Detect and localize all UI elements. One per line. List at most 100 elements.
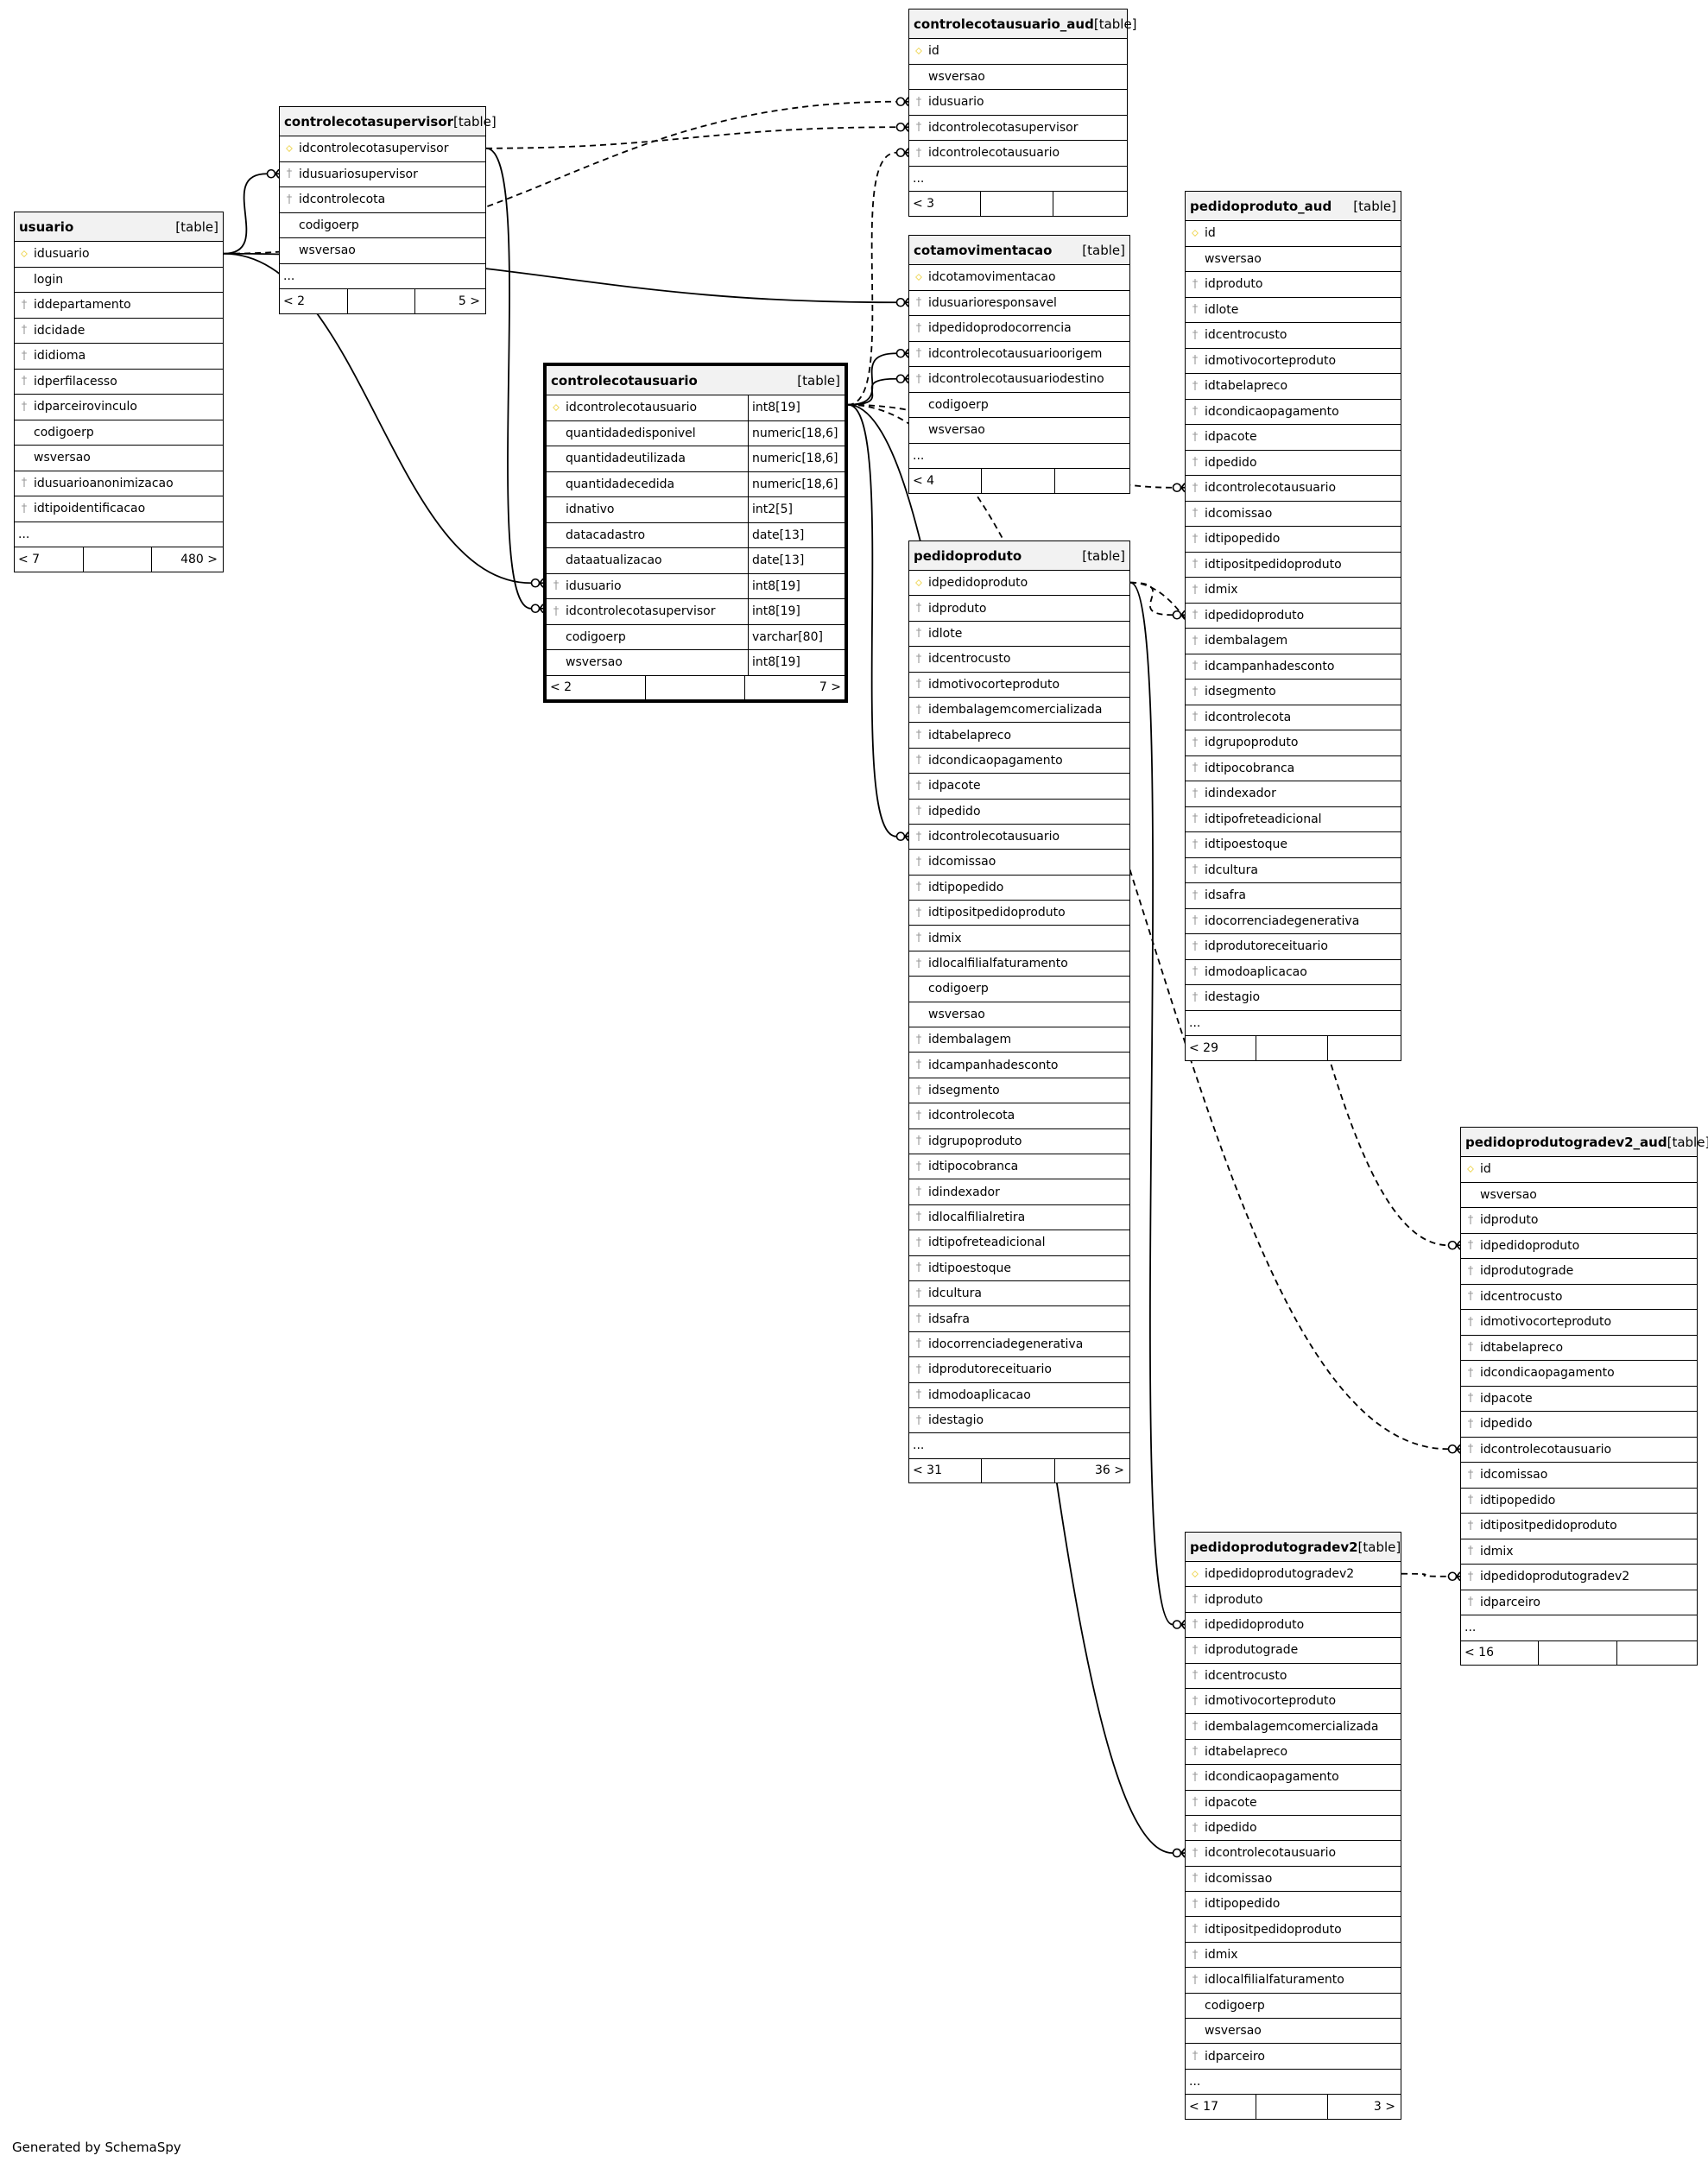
column-row[interactable]: †idlote xyxy=(1186,298,1401,323)
column-row[interactable]: ⬦id xyxy=(909,39,1127,65)
column-row[interactable]: †idembalagem xyxy=(909,1027,1129,1053)
column-row[interactable]: †idpedidoproduto xyxy=(1461,1234,1697,1259)
column-row[interactable]: †idcontrolecotausuario xyxy=(909,825,1129,850)
column-row[interactable]: †idindexador xyxy=(1186,781,1401,807)
column-row[interactable]: †idtipopedido xyxy=(1461,1489,1697,1514)
column-row[interactable]: †idcomissao xyxy=(1186,1867,1401,1893)
column-row[interactable]: ⬦idcotamovimentacao xyxy=(909,265,1129,291)
column-row[interactable]: †idtipofreteadicional xyxy=(909,1230,1129,1256)
column-row[interactable]: †idproduto xyxy=(1186,272,1401,298)
column-row[interactable]: †idmotivocorteproduto xyxy=(1186,349,1401,374)
column-row[interactable]: †idtipopedido xyxy=(909,876,1129,901)
column-row[interactable]: †idpacote xyxy=(909,774,1129,800)
column-row[interactable]: †idtipositpedidoproduto xyxy=(1186,1917,1401,1943)
column-row[interactable]: †idcentrocusto xyxy=(1186,1664,1401,1689)
table-header[interactable]: controlecotausuario[table] xyxy=(547,366,845,395)
column-row[interactable]: codigoerp xyxy=(15,420,223,446)
column-row[interactable]: †idtabelapreco xyxy=(1186,1740,1401,1766)
column-row[interactable]: †idcontrolecota xyxy=(909,1103,1129,1129)
column-row[interactable]: †idembalagemcomercializada xyxy=(1186,1714,1401,1740)
column-row[interactable]: †idestagio xyxy=(909,1408,1129,1434)
column-row[interactable]: †idpedidoprodutogradev2 xyxy=(1461,1565,1697,1590)
column-row[interactable]: †idocorrenciadegenerativa xyxy=(909,1332,1129,1358)
column-row[interactable]: ⬦id xyxy=(1461,1157,1697,1183)
column-row[interactable]: †idcondicaopagamento xyxy=(1186,1765,1401,1791)
parents-count[interactable]: < 2 xyxy=(280,289,348,313)
column-row[interactable]: †idcampanhadesconto xyxy=(909,1053,1129,1078)
column-row[interactable]: †idmix xyxy=(1186,578,1401,604)
column-row[interactable]: †idtipofreteadicional xyxy=(1186,807,1401,832)
column-row[interactable]: wsversao xyxy=(1186,247,1401,272)
column-row[interactable]: †idprodutoreceituario xyxy=(909,1357,1129,1383)
column-row[interactable]: †idprodutoreceituario xyxy=(1186,934,1401,960)
column-row[interactable]: ⬦idcontrolecotasupervisor xyxy=(280,136,485,162)
column-row[interactable]: †idtipositpedidoproduto xyxy=(909,901,1129,926)
column-row[interactable]: login xyxy=(15,268,223,293)
column-row[interactable]: †idtabelapreco xyxy=(1186,374,1401,400)
parents-count[interactable]: < 29 xyxy=(1186,1036,1257,1060)
column-row[interactable]: †idtipoestoque xyxy=(1186,832,1401,858)
column-row[interactable]: †idlocalfilialfaturamento xyxy=(1186,1968,1401,1994)
column-row[interactable]: †idproduto xyxy=(909,596,1129,622)
column-row[interactable]: †idtipocobranca xyxy=(909,1154,1129,1180)
column-row[interactable]: †idcultura xyxy=(909,1281,1129,1307)
table-header[interactable]: pedidoprodutogradev2[table] xyxy=(1186,1533,1401,1562)
parents-count[interactable]: < 31 xyxy=(909,1458,983,1483)
table-cotamovimentacao[interactable]: cotamovimentacao[table]⬦idcotamovimentac… xyxy=(908,235,1130,494)
column-row[interactable]: †idusuario xyxy=(909,90,1127,116)
column-row[interactable]: †idtipopedido xyxy=(1186,527,1401,553)
column-row[interactable]: †idsegmento xyxy=(909,1078,1129,1104)
column-row[interactable]: †idcontrolecotausuariodestino xyxy=(909,367,1129,393)
children-count[interactable] xyxy=(1328,1036,1399,1060)
column-row[interactable]: †idmix xyxy=(909,926,1129,951)
parents-count[interactable]: < 4 xyxy=(909,469,983,493)
table-header[interactable]: controlecotausuario_aud[table] xyxy=(909,9,1137,39)
column-row[interactable]: †idmotivocorteproduto xyxy=(909,673,1129,698)
table-header[interactable]: usuario[table] xyxy=(15,212,223,242)
column-row[interactable]: †idcontrolecotausuario xyxy=(1186,1841,1401,1867)
column-row[interactable]: †idpedido xyxy=(1186,451,1401,476)
column-row[interactable]: †idtipoidentificacao xyxy=(15,496,223,522)
column-row[interactable]: †ididioma xyxy=(15,344,223,370)
column-row[interactable]: †idlocalfilialretira xyxy=(909,1205,1129,1231)
column-row[interactable]: wsversao xyxy=(909,1002,1129,1028)
column-row[interactable]: †idpacote xyxy=(1186,1791,1401,1816)
column-row[interactable]: †idpedido xyxy=(909,800,1129,825)
column-row[interactable]: †idcondicaopagamento xyxy=(1186,400,1401,425)
column-row[interactable]: †idpedidoprodocorrencia xyxy=(909,316,1129,342)
column-row[interactable]: †idtipocobranca xyxy=(1186,756,1401,781)
column-row[interactable]: wsversao xyxy=(1461,1183,1697,1208)
column-row[interactable]: ⬦idpedidoproduto xyxy=(909,571,1129,597)
column-row[interactable]: †idmix xyxy=(1186,1943,1401,1969)
column-row[interactable]: wsversao xyxy=(909,418,1129,444)
column-row[interactable]: †idpacote xyxy=(1461,1387,1697,1412)
table-header[interactable]: pedidoproduto_aud[table] xyxy=(1186,192,1401,221)
column-row[interactable]: †idparceiro xyxy=(1186,2044,1401,2070)
column-row[interactable]: codigoerp xyxy=(1186,1994,1401,2020)
column-row[interactable]: †idperfilacesso xyxy=(15,370,223,395)
column-row[interactable]: †idparceiro xyxy=(1461,1590,1697,1615)
table-controlecotausuario[interactable]: controlecotausuario[table]⬦idcontrolecot… xyxy=(543,363,848,703)
column-row[interactable]: †idmodoaplicacao xyxy=(1186,960,1401,985)
column-row[interactable]: †idindexador xyxy=(909,1179,1129,1205)
column-row[interactable]: wsversao xyxy=(15,446,223,471)
column-row[interactable]: †idpedido xyxy=(1186,1816,1401,1842)
children-count[interactable] xyxy=(1053,192,1125,216)
column-row[interactable]: †idtipoestoque xyxy=(909,1256,1129,1281)
column-row[interactable]: †idcidade xyxy=(15,319,223,344)
column-row[interactable]: †idembalagemcomercializada xyxy=(909,698,1129,724)
column-row[interactable]: codigoerp xyxy=(909,977,1129,1002)
column-row[interactable]: †idusuariosupervisor xyxy=(280,162,485,187)
column-row[interactable]: †idcontrolecotausuario xyxy=(1461,1438,1697,1463)
table-header[interactable]: controlecotasupervisor[table] xyxy=(280,107,497,136)
